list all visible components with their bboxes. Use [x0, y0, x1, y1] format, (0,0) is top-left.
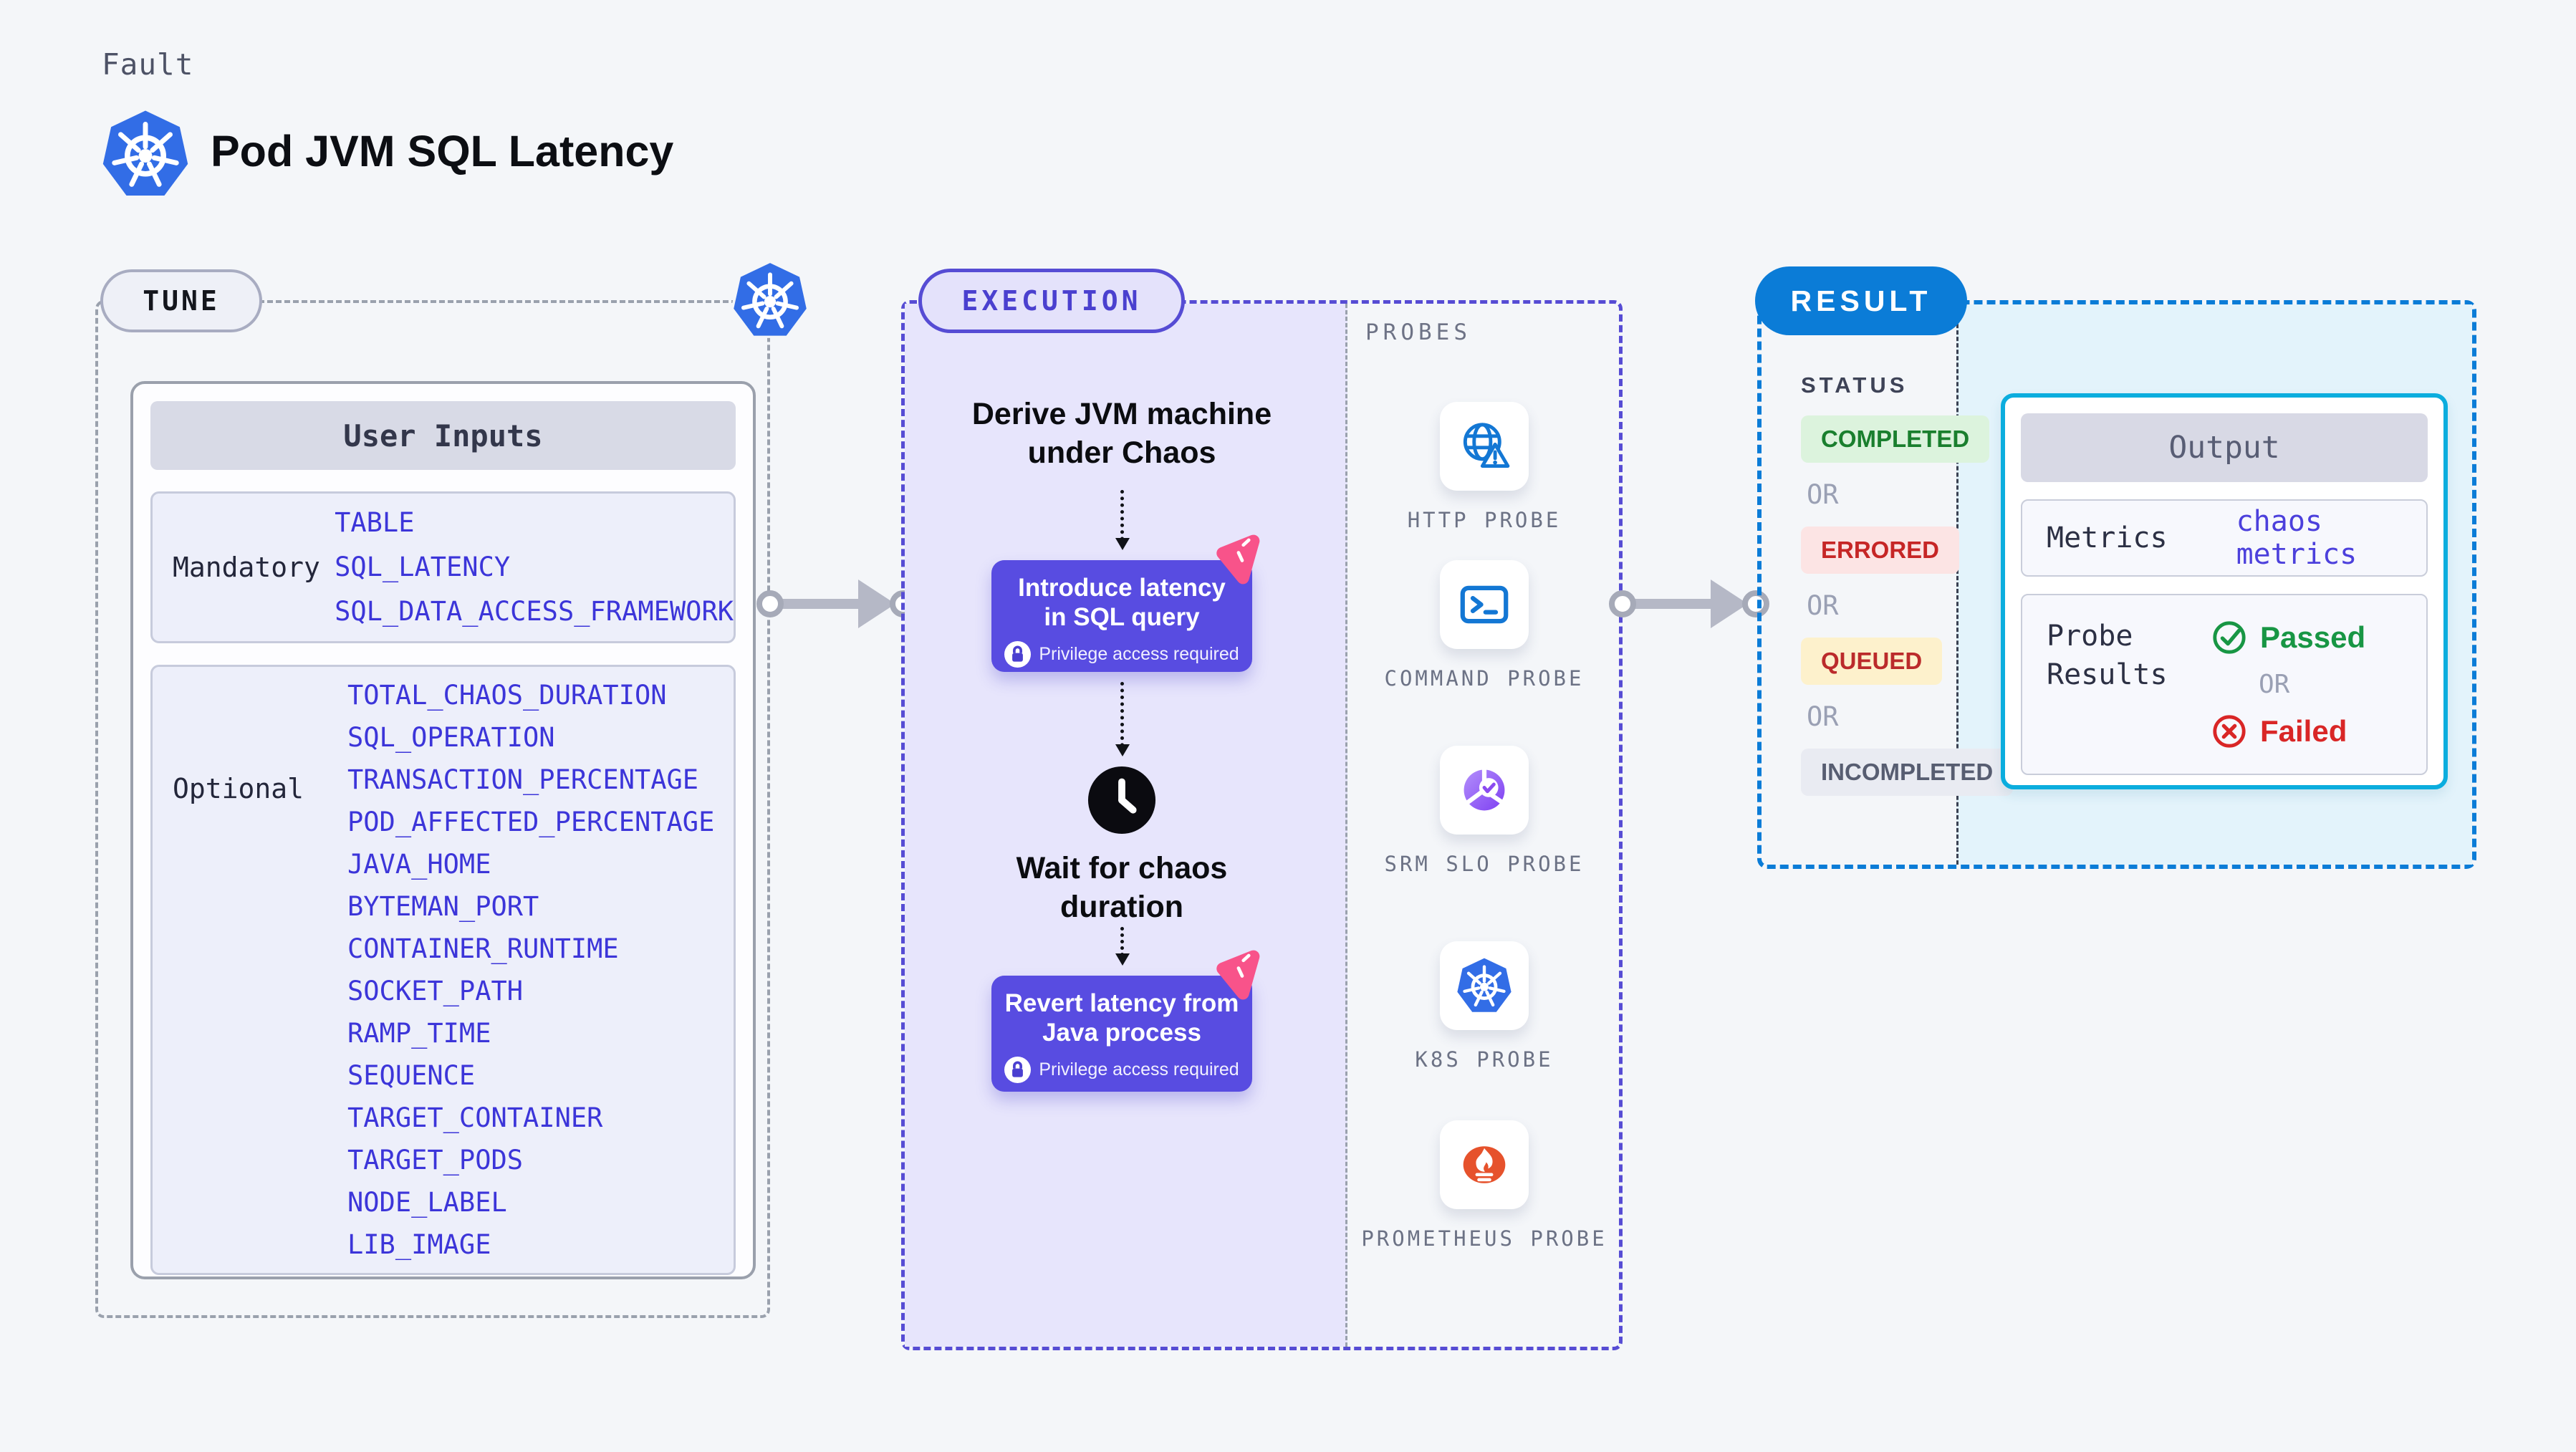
result-badge: RESULT [1755, 266, 1967, 335]
down-arrow-icon [1115, 490, 1130, 550]
fault-eyebrow: Fault [102, 47, 194, 82]
tune-badge: TUNE [100, 269, 262, 332]
param: TOTAL_CHAOS_DURATION [347, 680, 667, 711]
or-separator: OR [1807, 590, 1839, 621]
param: TABLE [335, 507, 415, 538]
command-probe-icon [1460, 585, 1509, 624]
param: SOCKET_PATH [347, 976, 524, 1006]
step-introduce-latency-card: Introduce latency in SQL query Privilege… [991, 560, 1252, 672]
status-list: COMPLETED OR ERRORED OR QUEUED OR INCOMP… [1801, 415, 2014, 796]
probe-label: COMMAND PROBE [1384, 666, 1585, 691]
x-circle-icon [2213, 715, 2246, 748]
param: SEQUENCE [347, 1060, 476, 1091]
or-separator: OR [1807, 479, 1839, 510]
param: TARGET_PODS [347, 1145, 524, 1175]
down-arrow-icon [1115, 682, 1130, 756]
param: SQL_DATA_ACCESS_FRAMEWORK [335, 596, 734, 627]
metrics-value: chaos metrics [2236, 505, 2358, 571]
probe-card [1440, 1120, 1529, 1209]
chaos-icon [1211, 947, 1267, 1003]
tune-section-box [95, 300, 770, 1318]
probe-item: SRM SLO PROBE [1345, 746, 1623, 879]
probe-card [1440, 746, 1529, 835]
param: NODE_LABEL [347, 1187, 507, 1218]
optional-params-row: Optional TOTAL_CHAOS_DURATION SQL_OPERAT… [150, 665, 736, 1275]
probe-card [1440, 560, 1529, 649]
probe-results-row: Probe Results Passed OR Failed [2021, 594, 2428, 775]
or-separator: OR [1807, 701, 1839, 732]
status-badge-incompleted: INCOMPLETED [1801, 749, 2014, 796]
privilege-note: Privilege access required [1039, 643, 1239, 664]
chaos-icon [1211, 532, 1267, 587]
execution-badge: EXECUTION [918, 269, 1185, 333]
status-badge-completed: COMPLETED [1801, 415, 1990, 463]
metrics-row: Metrics chaos metrics [2021, 499, 2428, 577]
probe-card [1440, 941, 1529, 1030]
param: SQL_OPERATION [347, 722, 555, 753]
probe-item: K8S PROBE [1345, 941, 1623, 1074]
lock-icon [1004, 640, 1032, 668]
or-separator: OR [2259, 670, 2290, 699]
flow-arrow-icon [1607, 571, 1771, 637]
probes-title: PROBES [1365, 319, 1471, 345]
probe-results-label: Probe Results [2047, 620, 2168, 691]
probe-card [1440, 402, 1529, 491]
step-derive-label: Derive JVM machine under Chaos [971, 397, 1272, 470]
param: JAVA_HOME [347, 849, 491, 880]
user-inputs-table: User Inputs Mandatory TABLE SQL_LATENCY … [130, 381, 756, 1279]
kubernetes-icon [100, 109, 191, 199]
step-revert-latency-card: Revert latency from Java process Privile… [991, 976, 1252, 1092]
probe-label: HTTP PROBE [1407, 508, 1562, 532]
srm-slo-probe-icon [1464, 768, 1505, 811]
mandatory-label: Mandatory [173, 552, 320, 583]
step-card-title: Revert latency from Java process [1004, 989, 1239, 1047]
param: BYTEMAN_PORT [347, 891, 539, 922]
param: SQL_LATENCY [335, 552, 511, 582]
output-card: Output Metrics chaos metrics Probe Resul… [2001, 393, 2448, 789]
step-wait-label: Wait for chaos duration [1016, 851, 1228, 924]
mandatory-params-row: Mandatory TABLE SQL_LATENCY SQL_DATA_ACC… [150, 491, 736, 643]
privilege-note: Privilege access required [1039, 1059, 1239, 1080]
failed-label: Failed [2260, 714, 2347, 748]
status-badge-queued: QUEUED [1801, 638, 1943, 685]
probe-item: COMMAND PROBE [1345, 560, 1623, 693]
step-card-title: Introduce latency in SQL query [1018, 574, 1226, 632]
param: CONTAINER_RUNTIME [347, 933, 619, 964]
flow-arrow-icon [755, 571, 918, 637]
prometheus-probe-icon [1463, 1146, 1506, 1183]
status-badge-errored: ERRORED [1801, 527, 1960, 574]
http-probe-icon [1463, 423, 1510, 468]
probe-label: K8S PROBE [1415, 1047, 1554, 1072]
output-header: Output [2021, 413, 2428, 482]
page-title: Pod JVM SQL Latency [211, 127, 674, 176]
param: TARGET_CONTAINER [347, 1102, 603, 1133]
probe-label: PROMETHEUS PROBE [1361, 1226, 1607, 1251]
metrics-label: Metrics [2047, 521, 2168, 554]
user-inputs-header: User Inputs [150, 401, 736, 470]
probe-item: HTTP PROBE [1345, 402, 1623, 535]
k8s-probe-icon [1456, 957, 1513, 1014]
probe-label: SRM SLO PROBE [1384, 852, 1585, 876]
probe-item: PROMETHEUS PROBE [1345, 1120, 1623, 1254]
kubernetes-icon [731, 261, 809, 339]
optional-label: Optional [173, 773, 304, 804]
lock-icon [1004, 1056, 1032, 1083]
status-title: STATUS [1801, 372, 1908, 398]
param: RAMP_TIME [347, 1018, 491, 1049]
passed-label: Passed [2260, 620, 2366, 654]
clock-icon [1087, 766, 1156, 835]
param: LIB_IMAGE [347, 1229, 491, 1260]
down-arrow-icon [1115, 927, 1130, 966]
param: TRANSACTION_PERCENTAGE [347, 764, 699, 795]
check-circle-icon [2213, 621, 2246, 654]
param: POD_AFFECTED_PERCENTAGE [347, 807, 715, 837]
